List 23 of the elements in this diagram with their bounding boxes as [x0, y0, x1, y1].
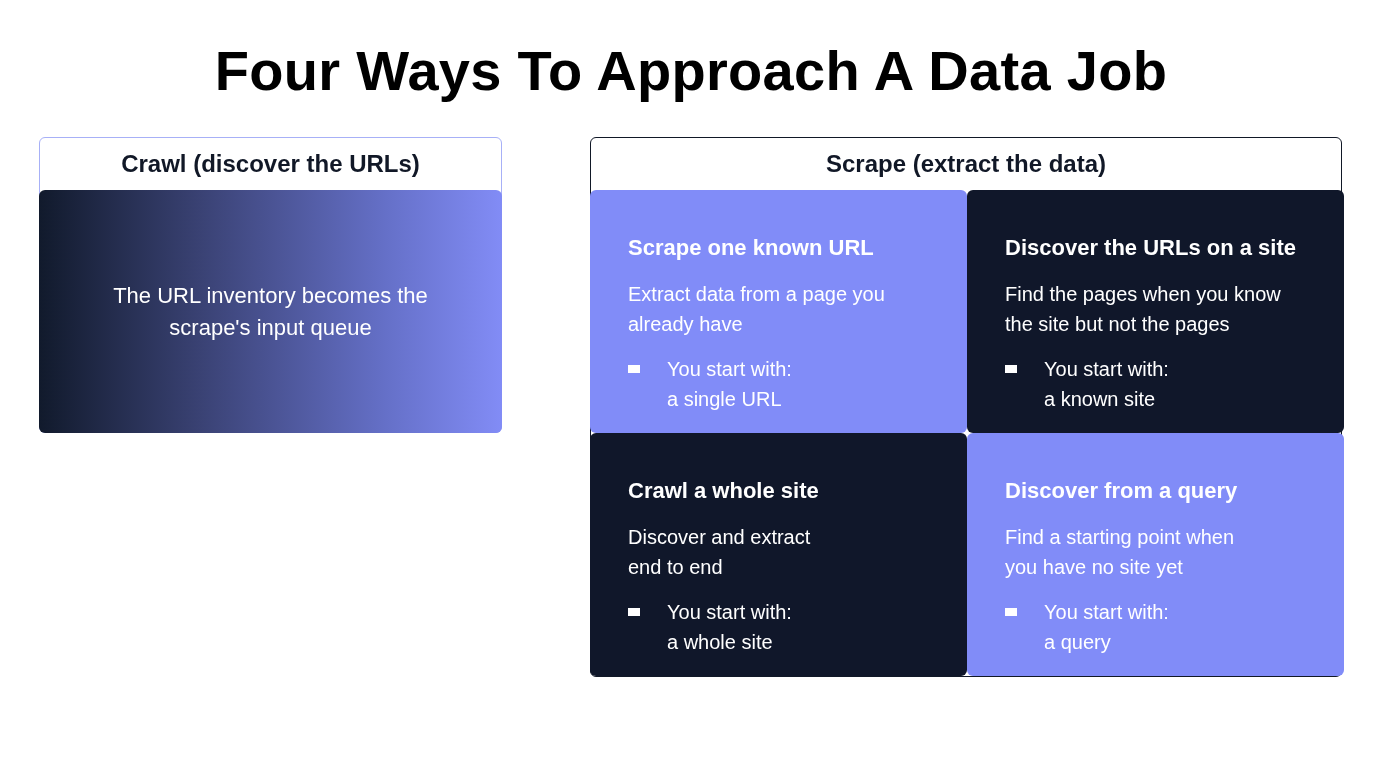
- group-panel: [39, 137, 502, 433]
- bullet-text: You start with: a query: [1044, 600, 1170, 655]
- card-heading: Discover from a query: [1005, 477, 1239, 505]
- option-card: [590, 433, 967, 676]
- panel-heading: Scrape (extract the data): [825, 150, 1107, 178]
- card-description: Find the pages when you know the site but not the pages: [1005, 282, 1282, 337]
- card-description: Discover and extract end to end: [628, 525, 812, 580]
- panel-heading: Crawl (discover the URLs): [121, 150, 420, 178]
- option-card: [590, 190, 967, 433]
- card-description: Find a starting point when you have no site yet: [1005, 525, 1236, 580]
- card-text: The URL inventory becomes the scrape's input queue: [112, 281, 429, 342]
- option-card: [967, 190, 1344, 433]
- bullet-text: You start with: a known site: [1044, 357, 1170, 412]
- card-heading: Discover the URLs on a site: [1005, 234, 1297, 262]
- bullet-text: You start with: a whole site: [667, 600, 793, 655]
- group-panel: [590, 137, 1342, 677]
- card-heading: Crawl a whole site: [628, 477, 820, 505]
- option-card: [967, 433, 1344, 676]
- card-description: Extract data from a page you already have: [628, 282, 886, 337]
- gradient-card: [39, 190, 502, 433]
- title: Four Ways To Approach A Data Job: [213, 38, 1169, 104]
- card-heading: Scrape one known URL: [628, 234, 875, 262]
- bullet-text: You start with: a single URL: [667, 357, 793, 412]
